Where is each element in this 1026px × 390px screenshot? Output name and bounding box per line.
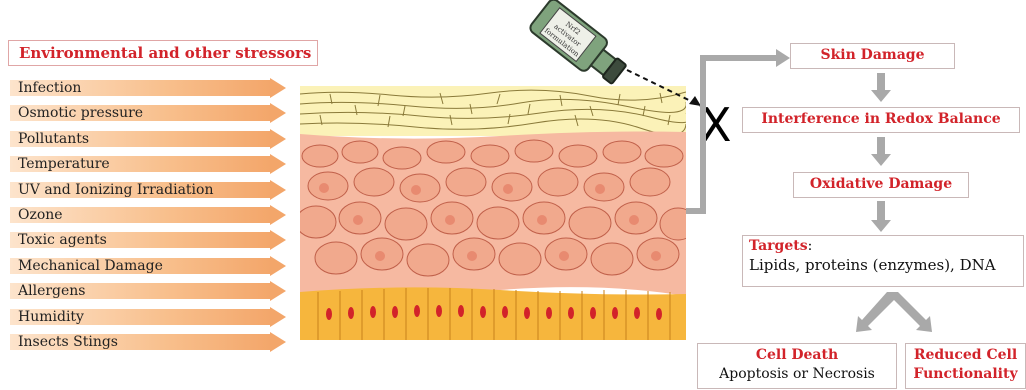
stressor-arrow: Infection	[10, 78, 286, 98]
stressor-arrow-head	[270, 129, 286, 149]
cell-death-body: Apoptosis or Necrosis	[698, 365, 896, 384]
redox-balance-box: Interference in Redox Balance	[742, 107, 1020, 133]
stressor-arrow: UV and Ionizing Irradiation	[10, 180, 286, 200]
split-arrow	[856, 292, 932, 332]
stressor-arrow-head	[270, 230, 286, 250]
stressor-label: Toxic agents	[18, 230, 107, 250]
stressor-arrow-head	[270, 256, 286, 276]
stressor-arrow-head	[270, 180, 286, 200]
stressor-label: Temperature	[18, 154, 110, 174]
stressor-label: Mechanical Damage	[18, 256, 163, 276]
stressors-header: Environmental and other stressors	[8, 40, 318, 66]
targets-box: Targets: Lipids, proteins (enzymes), DNA	[742, 235, 1024, 287]
stressor-label: Allergens	[18, 281, 86, 301]
stressor-arrow: Allergens	[10, 281, 286, 301]
targets-body: Lipids, proteins (enzymes), DNA	[749, 256, 1023, 274]
stressor-arrow: Mechanical Damage	[10, 256, 286, 276]
reduced-line-2: Functionality	[906, 365, 1025, 384]
stressor-label: Insects Stings	[18, 332, 118, 352]
skin-damage-box: Skin Damage	[790, 43, 955, 69]
cell-death-title: Cell Death	[698, 346, 896, 365]
stressor-label: Humidity	[18, 307, 84, 327]
skin-cross-section	[300, 86, 686, 340]
stressor-label: UV and Ionizing Irradiation	[18, 180, 213, 200]
oxidative-damage-box: Oxidative Damage	[793, 172, 969, 198]
stressor-arrow-head	[270, 307, 286, 327]
stressor-label: Ozone	[18, 205, 63, 225]
arrow-down-3	[871, 201, 891, 232]
reduced-functionality-box: Reduced Cell Functionality	[905, 343, 1026, 389]
arrow-down-2	[871, 137, 891, 166]
stressor-arrow-head	[270, 332, 286, 352]
stressor-label: Infection	[18, 78, 81, 98]
basal-layer	[300, 287, 686, 340]
stressor-arrow-head	[270, 154, 286, 174]
stressor-arrow: Humidity	[10, 307, 286, 327]
stressor-arrow-head	[270, 205, 286, 225]
arrow-down-1	[871, 73, 891, 102]
stressor-arrow: Toxic agents	[10, 230, 286, 250]
targets-title: Targets	[749, 238, 808, 254]
stressor-arrow: Temperature	[10, 154, 286, 174]
stressor-arrow-head	[270, 281, 286, 301]
stressor-arrow-head	[270, 78, 286, 98]
stressor-arrow: Ozone	[10, 205, 286, 225]
stressor-label: Osmotic pressure	[18, 103, 143, 123]
stressor-arrow: Osmotic pressure	[10, 103, 286, 123]
stressor-arrow-head	[270, 103, 286, 123]
stressor-arrow: Pollutants	[10, 129, 286, 149]
cell-death-box: Cell Death Apoptosis or Necrosis	[697, 343, 897, 389]
reduced-line-1: Reduced Cell	[906, 346, 1025, 365]
targets-colon: :	[808, 238, 813, 254]
stressor-arrow: Insects Stings	[10, 332, 286, 352]
stressor-label: Pollutants	[18, 129, 89, 149]
